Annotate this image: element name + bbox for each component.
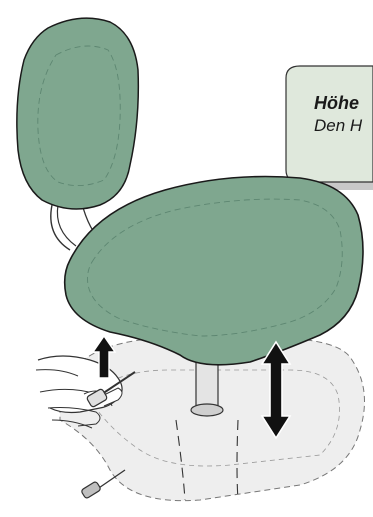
callout-text: Den H <box>314 116 373 136</box>
seat <box>65 177 363 365</box>
adjustment-knob <box>81 481 102 499</box>
callout-title: Höhe <box>314 93 373 114</box>
